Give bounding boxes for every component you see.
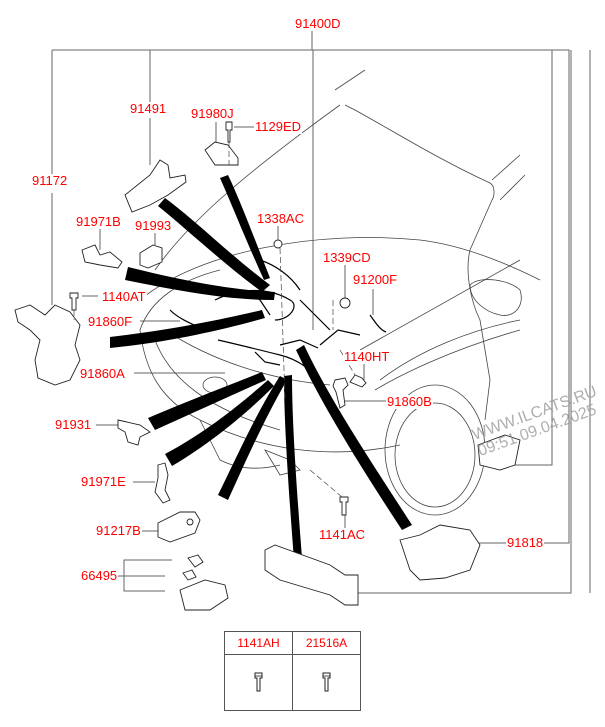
callout-91993[interactable]: 91993 (134, 218, 173, 233)
callout-91172[interactable]: 91172 (31, 173, 69, 188)
harness-bands (110, 175, 412, 560)
bolt-1140HT (349, 374, 367, 388)
callout-91217B[interactable]: 91217B (95, 523, 142, 538)
legend-part-number[interactable]: 1141AH (225, 632, 292, 655)
callout-91980J[interactable]: 91980J (190, 106, 235, 121)
bolt-icon (254, 672, 263, 692)
legend-column-21516A: 21516A (292, 632, 360, 710)
bracket-91931 (117, 419, 151, 446)
callout-1338AC[interactable]: 1338AC (256, 211, 305, 226)
callout-1339CD[interactable]: 1339CD (322, 250, 372, 265)
callout-91860B[interactable]: 91860B (386, 394, 433, 409)
legend-cell (225, 655, 292, 710)
bracket-91491 (124, 159, 187, 213)
callout-66495[interactable]: 66495 (80, 568, 119, 583)
bracket-91980J (204, 141, 239, 166)
parts (14, 121, 521, 611)
protector (264, 544, 359, 606)
part-66495-c (182, 569, 197, 581)
callout-1140AT[interactable]: 1140AT (101, 289, 147, 304)
harness-wires (169, 259, 387, 381)
callout-91491[interactable]: 91491 (129, 101, 168, 116)
bracket-right (477, 434, 521, 471)
bolt-1129ED (225, 121, 233, 143)
legend-column-1141AH: 1141AH (225, 632, 292, 710)
nut-1338AC (273, 239, 283, 249)
bracket-91172 (14, 304, 81, 386)
callout-1140HT[interactable]: 1140HT (343, 349, 391, 364)
bolt-1141AC (339, 496, 349, 516)
callout-91931[interactable]: 91931 (54, 417, 93, 432)
legend-cell (293, 655, 360, 710)
legend-part-number[interactable]: 21516A (293, 632, 360, 655)
module-91217B (157, 511, 201, 543)
fastener-legend-table: 1141AH 21516A (224, 631, 361, 711)
part-66495-a (179, 579, 229, 611)
callout-91860A[interactable]: 91860A (79, 366, 126, 381)
cover-91818 (399, 524, 481, 581)
callout-1129ED[interactable]: 1129ED (254, 119, 303, 134)
assembly-lines (73, 142, 356, 498)
part-66495-b (187, 554, 204, 568)
bracket-91971B (81, 244, 123, 269)
callout-91400D[interactable]: 91400D (294, 16, 342, 31)
callout-91200F[interactable]: 91200F (352, 272, 399, 287)
nut-1339CD (339, 297, 351, 309)
callout-1141AC[interactable]: 1141AC (318, 527, 367, 542)
callout-91971B[interactable]: 91971B (75, 214, 122, 229)
callout-91971E[interactable]: 91971E (80, 474, 127, 489)
bolt-1140AT (69, 292, 79, 311)
sensor-91860B (332, 377, 349, 409)
callout-91860F[interactable]: 91860F (87, 314, 134, 329)
callout-91818[interactable]: 91818 (506, 535, 545, 550)
bolt-icon (322, 672, 331, 692)
bracket-91971E (154, 462, 171, 504)
bracket-91993 (139, 244, 163, 269)
